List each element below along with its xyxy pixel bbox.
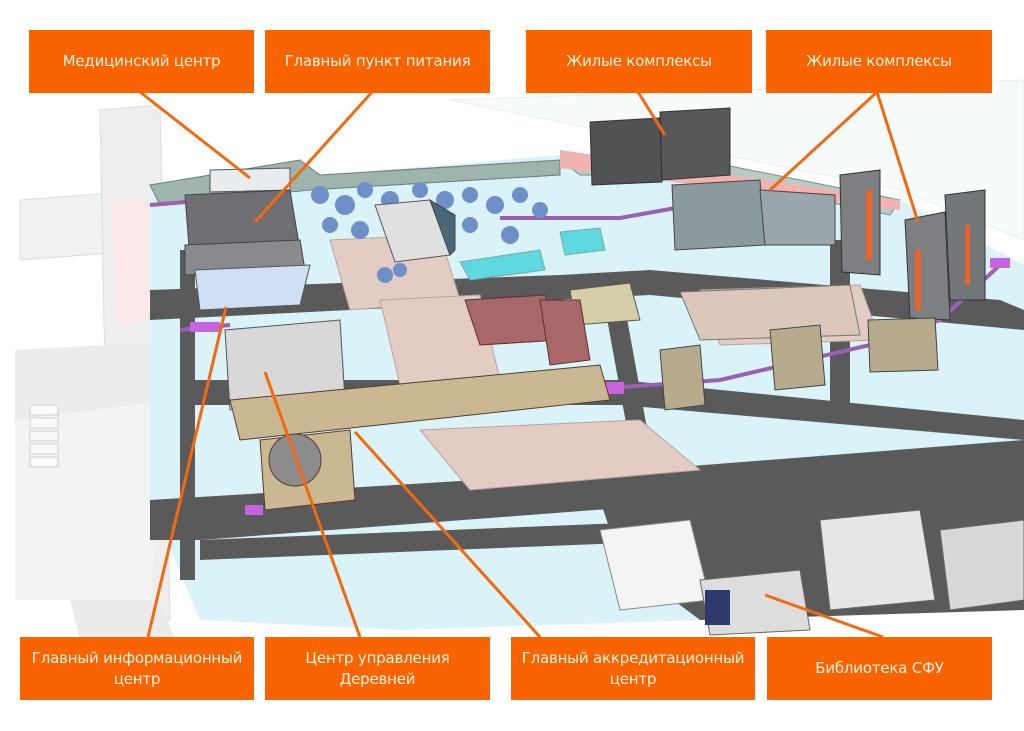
building-central: [374, 198, 456, 263]
label-village-management-center: Центр управления Деревней: [265, 637, 490, 700]
leader-medical: [139, 90, 251, 180]
pools: [459, 227, 606, 281]
building-main-long: [224, 319, 611, 511]
building-medical-catering: [184, 167, 311, 311]
label-sfu-library: Библиотека СФУ: [767, 637, 992, 700]
leader-info: [146, 306, 228, 638]
label-main-accreditation-center: Главный аккредитационный центр: [511, 637, 755, 700]
label-main-catering: Главный пункт питания: [265, 30, 490, 93]
building-red-roof: [464, 294, 591, 366]
leader-residential-2b: [875, 91, 920, 223]
trees: [311, 182, 548, 283]
building-residential-mid: [671, 179, 836, 251]
leader-residential-2a: [768, 90, 879, 192]
purple-gates: [190, 258, 1010, 515]
building-residential-top: [589, 107, 731, 186]
leader-library: [764, 593, 884, 639]
label-residential-complexes-2: Жилые комплексы: [766, 30, 992, 93]
label-medical-center: Медицинский центр: [29, 30, 254, 93]
building-small-blocks: [659, 317, 939, 411]
leader-village: [263, 371, 362, 638]
label-residential-complexes-1: Жилые комплексы: [526, 30, 752, 93]
leader-catering: [253, 90, 374, 224]
building-towers: [839, 169, 986, 321]
callout-lines: [139, 90, 920, 639]
label-main-info-center: Главный информационный центр: [20, 637, 254, 700]
leader-residential-1: [636, 91, 667, 136]
leader-accreditation: [353, 430, 542, 639]
building-library: [599, 509, 1024, 636]
